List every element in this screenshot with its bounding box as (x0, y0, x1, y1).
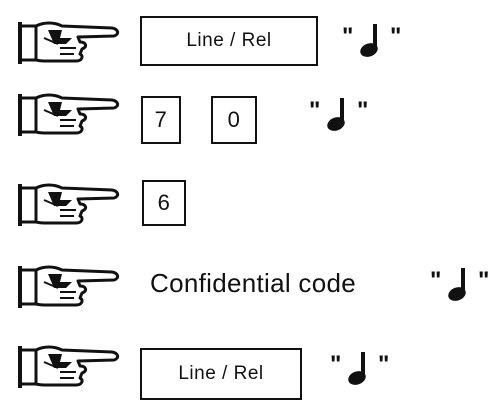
musical-note-icon (307, 96, 377, 132)
step-4: Confidential code (0, 256, 503, 316)
line-rel-key[interactable]: Line / Rel (140, 348, 302, 400)
pointing-hand-icon (14, 264, 124, 310)
line-rel-key[interactable]: Line / Rel (140, 16, 318, 66)
step-2: 7 0 (0, 88, 503, 148)
pointing-hand-icon (14, 344, 124, 390)
confidential-code-label: Confidential code (150, 268, 357, 298)
pointing-hand-icon (14, 182, 124, 228)
step-5: Line / Rel (0, 336, 503, 400)
musical-note-icon (428, 266, 498, 302)
digit-6-key[interactable]: 6 (142, 180, 186, 226)
digit-7-key[interactable]: 7 (141, 96, 181, 144)
musical-note-icon (340, 22, 410, 58)
digit-0-key[interactable]: 0 (211, 96, 257, 144)
musical-note-icon (328, 350, 398, 386)
step-3: 6 (0, 166, 503, 226)
step-1: Line / Rel (0, 14, 503, 74)
pointing-hand-icon (14, 92, 124, 138)
pointing-hand-icon (14, 20, 124, 66)
